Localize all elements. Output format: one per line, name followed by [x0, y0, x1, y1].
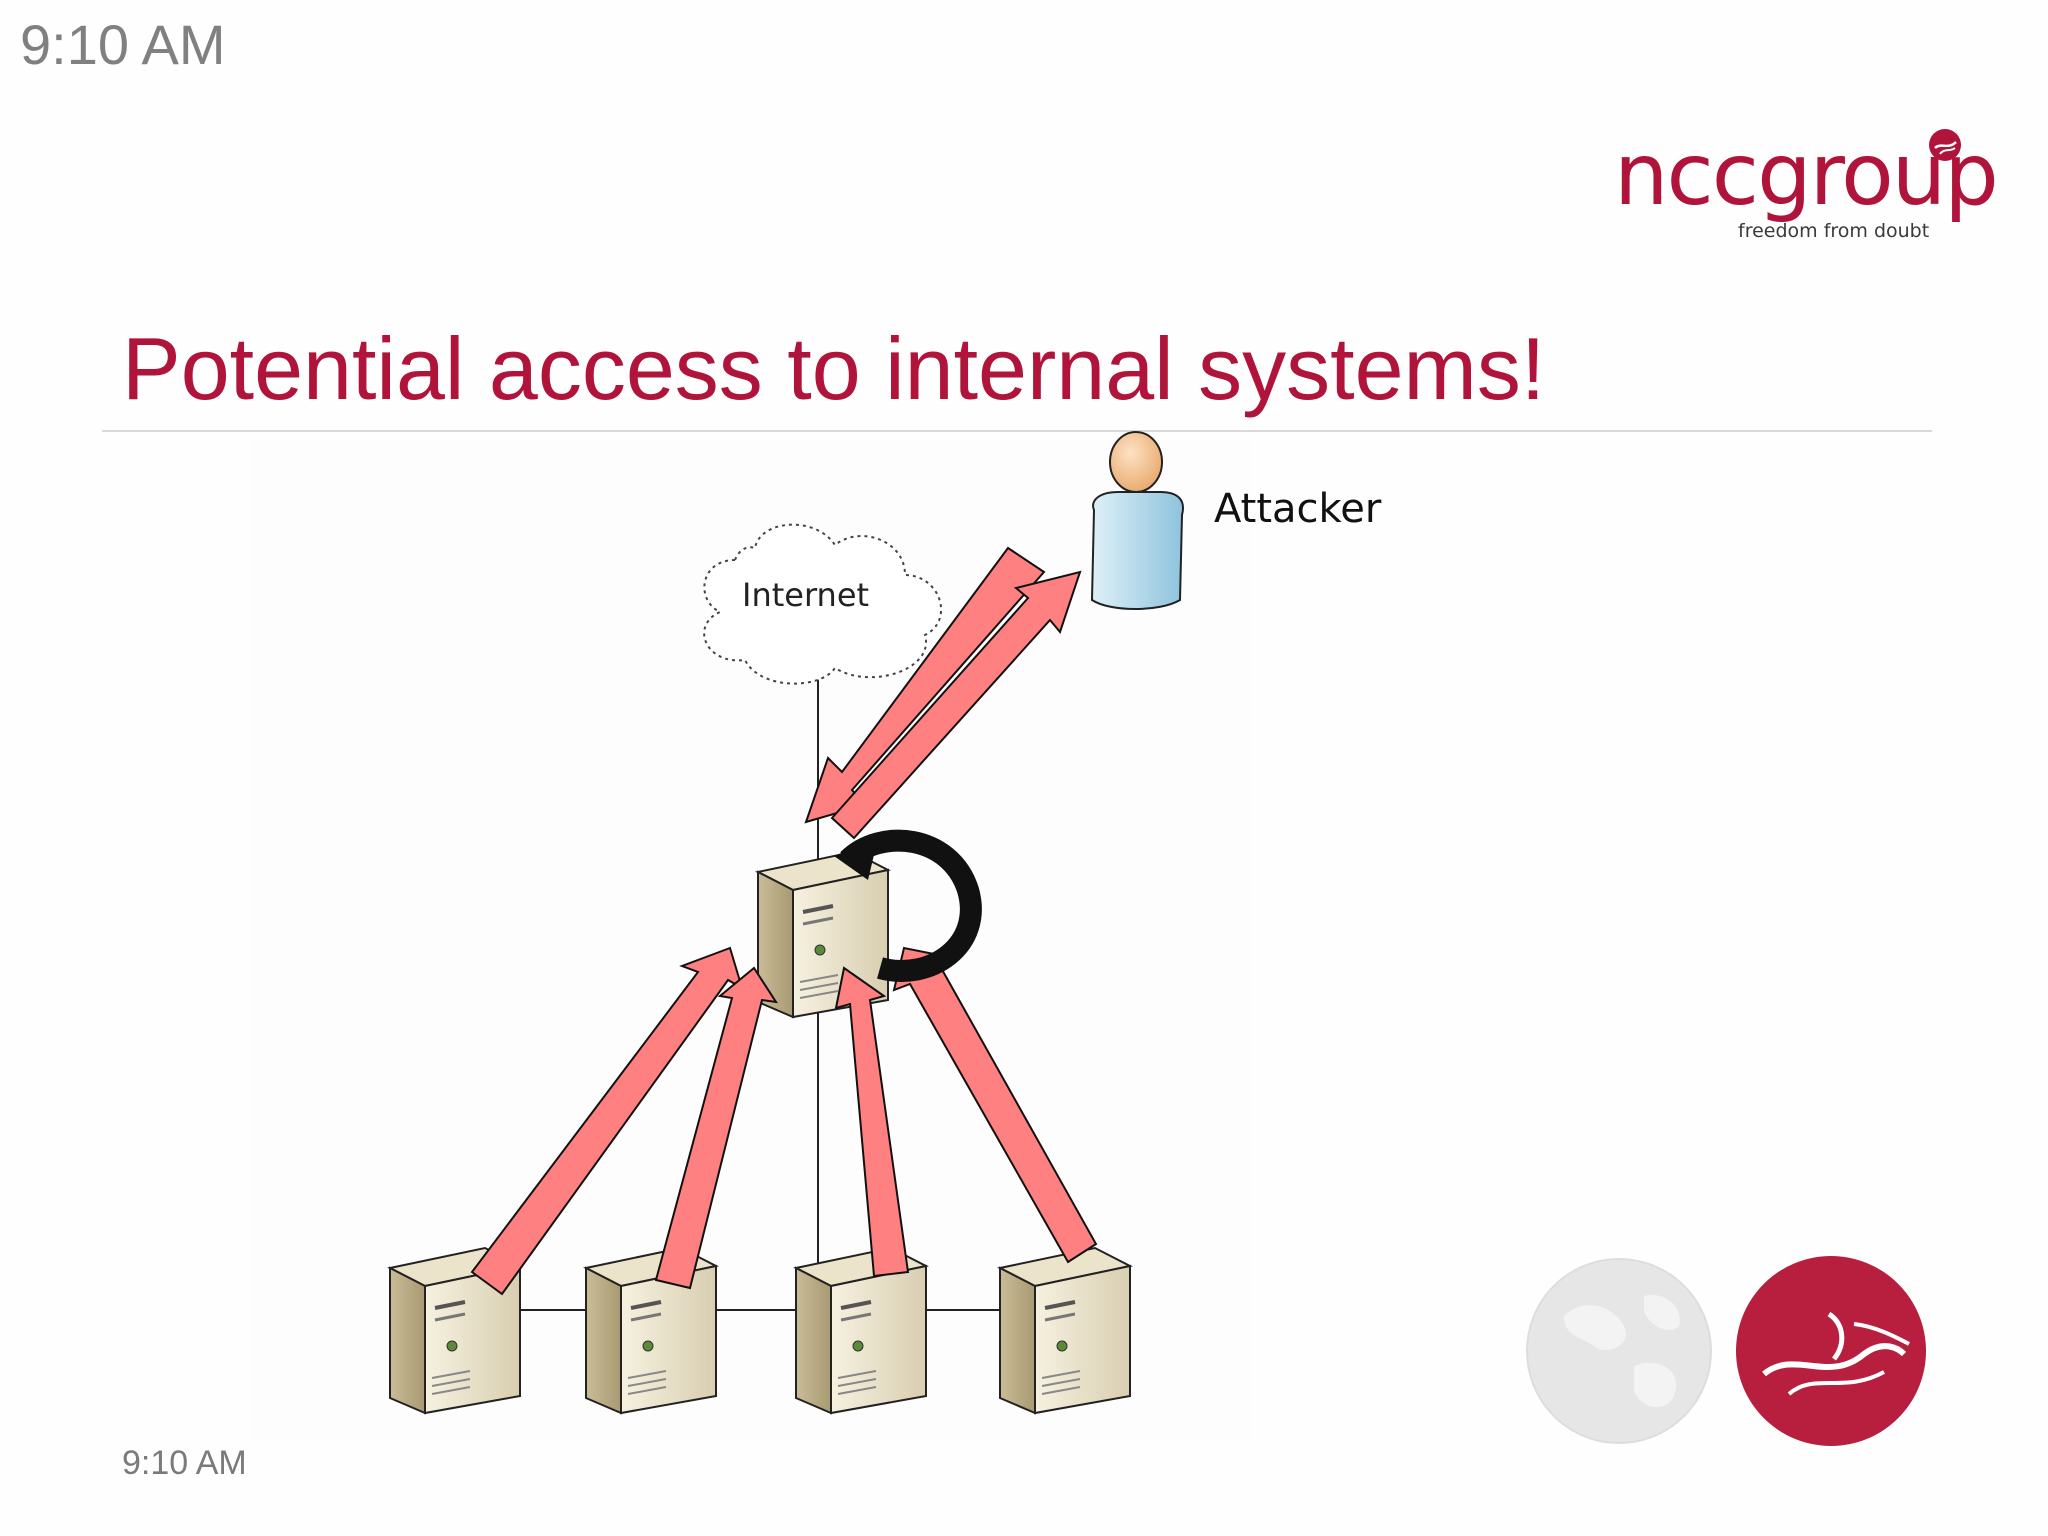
arrow-server3-to-gateway	[834, 966, 910, 1278]
arrow-gateway-to-attacker	[830, 570, 1082, 840]
arrow-server2-to-gateway	[654, 966, 779, 1290]
time-top: 9:10 AM	[20, 13, 226, 76]
internet-cloud-icon	[703, 523, 943, 685]
red-arrows	[470, 546, 1098, 1296]
attacker-label: Attacker	[1214, 486, 1382, 532]
globe-icon	[1526, 1258, 1712, 1444]
arrow-server1-to-gateway	[470, 946, 744, 1296]
internal-server-4-icon	[998, 1246, 1132, 1415]
loop-arrow-icon	[834, 829, 982, 982]
ncc-brand-mark-icon	[1929, 129, 1961, 161]
ncc-logo: nccgroup freedom from doubt	[1600, 120, 1999, 250]
logo-tagline: freedom from doubt	[1738, 220, 1930, 242]
title-divider	[102, 430, 1932, 432]
arrow-server4-to-gateway	[892, 946, 1098, 1264]
internal-server-2-icon	[584, 1246, 718, 1415]
slide-title: Potential access to internal systems!	[122, 319, 1546, 418]
ncc-brand-circle-icon	[1736, 1256, 1926, 1446]
attacker-person-icon	[1090, 431, 1184, 610]
time-bottom: 9:10 AM	[122, 1444, 247, 1482]
internet-label: Internet	[742, 576, 870, 614]
